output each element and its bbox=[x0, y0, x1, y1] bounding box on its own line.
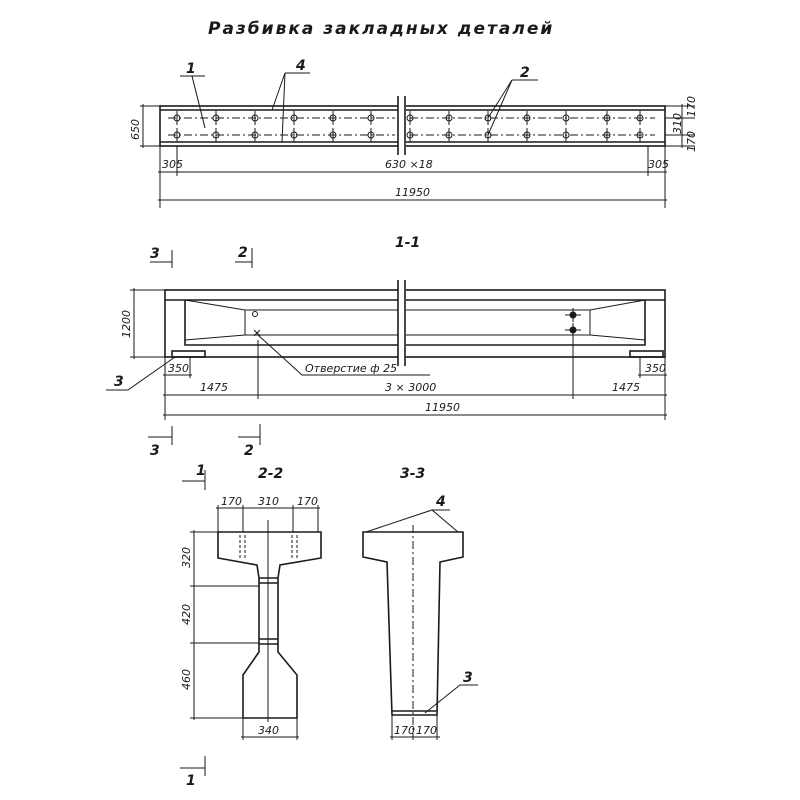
embedded-part-mark bbox=[367, 114, 375, 122]
embedded-part-mark bbox=[562, 114, 570, 122]
dim-pad-right: 350 bbox=[645, 362, 666, 375]
embedded-part-mark bbox=[212, 131, 220, 139]
section-3-3-label-3: 3 bbox=[463, 670, 473, 686]
section-2-2-title: 2-2 bbox=[258, 466, 283, 482]
cut-3-bottom: 3 bbox=[150, 443, 160, 459]
section-2-2: 2-2 1 1 170 310 170 320 420 460 340 bbox=[180, 463, 322, 789]
dim-plan-height: 650 bbox=[129, 119, 142, 140]
dim-r-bot: 170 bbox=[685, 131, 698, 152]
elevation-title: 1-1 bbox=[395, 235, 420, 251]
dim-bottom: 340 bbox=[258, 724, 279, 737]
dim-b-right: 170 bbox=[416, 724, 437, 737]
dim-spans: 3 × 3000 bbox=[385, 381, 436, 394]
embedded-part-mark bbox=[562, 131, 570, 139]
embedded-part-mark bbox=[290, 131, 298, 139]
hole-note: Отверстие ф 25 bbox=[305, 362, 397, 375]
dim-r-top: 170 bbox=[685, 96, 698, 117]
dim-pitch: 630 ×18 bbox=[385, 158, 433, 171]
embedded-part-mark bbox=[173, 114, 181, 122]
embedded-part-mark bbox=[523, 131, 531, 139]
dim-top-left: 170 bbox=[221, 495, 242, 508]
dim-b-left: 170 bbox=[394, 724, 415, 737]
dim-h1: 320 bbox=[180, 547, 193, 568]
embedded-part-mark bbox=[603, 114, 611, 122]
section-3-3: 3-3 4 3 170 170 bbox=[362, 466, 478, 740]
embedded-part-mark bbox=[367, 131, 375, 139]
cut-3-top: 3 bbox=[150, 246, 160, 262]
section-3-3-label-4: 4 bbox=[435, 494, 446, 510]
dim-elev-total: 11950 bbox=[425, 401, 460, 414]
embedded-part-mark bbox=[329, 131, 337, 139]
plan-label-4: 4 bbox=[295, 58, 306, 74]
embedded-part-mark bbox=[212, 114, 220, 122]
embedded-parts bbox=[173, 111, 644, 142]
dim-elev-height: 1200 bbox=[120, 310, 133, 338]
dim-top-right: 170 bbox=[297, 495, 318, 508]
dim-top-mid: 310 bbox=[258, 495, 279, 508]
embedded-part-mark bbox=[406, 114, 414, 122]
embedded-part-mark bbox=[636, 114, 644, 122]
embedded-part-mark bbox=[329, 114, 337, 122]
cut-1-top: 1 bbox=[196, 463, 206, 479]
embedded-part-mark bbox=[523, 114, 531, 122]
dim-r-mid: 310 bbox=[671, 113, 684, 134]
embedded-part-mark bbox=[173, 131, 181, 139]
embedded-part-mark bbox=[251, 114, 259, 122]
embedded-part-mark bbox=[406, 131, 414, 139]
plan-view: 1 4 2 650 305 630 ×18 305 11950 170 310 … bbox=[129, 58, 698, 208]
cut-2-top: 2 bbox=[238, 245, 248, 261]
elevation-label-3: 3 bbox=[114, 374, 124, 390]
embedded-part-mark bbox=[603, 131, 611, 139]
embedded-part-mark bbox=[484, 131, 492, 139]
embedded-part-mark bbox=[251, 131, 259, 139]
dim-end-left: 1475 bbox=[200, 381, 228, 394]
section-3-3-title: 3-3 bbox=[400, 466, 425, 482]
plan-label-1: 1 bbox=[186, 61, 196, 77]
dim-h2: 420 bbox=[180, 604, 193, 625]
embedded-part-mark bbox=[484, 114, 492, 122]
elevation-view: 1-1 Отверстие ф 25 3 3 2 3 2 1200 350 35… bbox=[106, 235, 667, 459]
plan-label-2: 2 bbox=[520, 65, 530, 81]
cut-1-bottom: 1 bbox=[186, 773, 196, 789]
dim-h3: 460 bbox=[180, 669, 193, 690]
embedded-part-mark bbox=[445, 131, 453, 139]
dim-edge-right: 305 bbox=[648, 158, 669, 171]
dim-pad-left: 350 bbox=[168, 362, 189, 375]
dim-plan-total: 11950 bbox=[395, 186, 430, 199]
sheet-title: Разбивка закладных деталей bbox=[208, 19, 554, 39]
dim-end-right: 1475 bbox=[612, 381, 640, 394]
cut-2-bottom: 2 bbox=[244, 443, 254, 459]
embedded-part-mark bbox=[290, 114, 298, 122]
embedded-part-mark bbox=[445, 114, 453, 122]
dim-edge-left: 305 bbox=[162, 158, 183, 171]
embedded-part-mark bbox=[636, 131, 644, 139]
